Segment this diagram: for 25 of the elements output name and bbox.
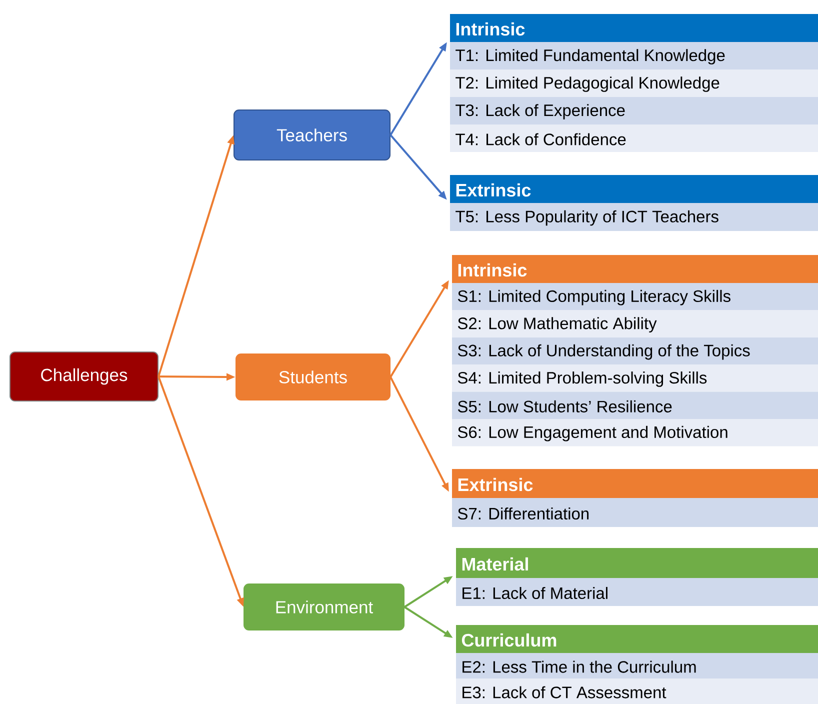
list-row: S6: Low Engagement and Motivation [452, 419, 818, 446]
category-box: Students [236, 354, 390, 400]
header-band: Extrinsic [450, 175, 818, 203]
list-row: S1: Limited Computing Literacy Skills [452, 283, 818, 310]
category-box: Teachers [234, 110, 390, 160]
list-row: T4: Lack of Confidence [450, 124, 818, 152]
header-band: Intrinsic [450, 14, 818, 42]
list-row: T1: Limited Fundamental Knowledge [450, 42, 818, 70]
category-box: Environment [244, 584, 404, 630]
category-box: Challenges [10, 352, 158, 402]
header-band: Curriculum [456, 625, 818, 653]
list-row: T3: Lack of Experience [450, 97, 818, 124]
list-row: E2: Less Time in the Curriculum [456, 653, 818, 678]
list-row: S5: Low Students’ Resilience [452, 392, 818, 419]
list-row: E3: Lack of CT Assessment [456, 678, 818, 704]
header-band: Intrinsic [452, 255, 818, 283]
list-row: S7: Differentiation [452, 498, 818, 527]
list-row: S3: Lack of Understanding of the Topics [452, 337, 818, 365]
list-row: S2: Low Mathematic Ability [452, 310, 818, 338]
list-row: E1: Lack of Material [456, 578, 818, 606]
list-row: T2: Limited Pedagogical Knowledge [450, 70, 818, 97]
header-band: Material [456, 548, 818, 578]
list-row: S4: Limited Problem-solving Skills [452, 364, 818, 392]
header-band: Extrinsic [452, 469, 818, 498]
list-row: T5: Less Popularity of ICT Teachers [450, 203, 818, 231]
